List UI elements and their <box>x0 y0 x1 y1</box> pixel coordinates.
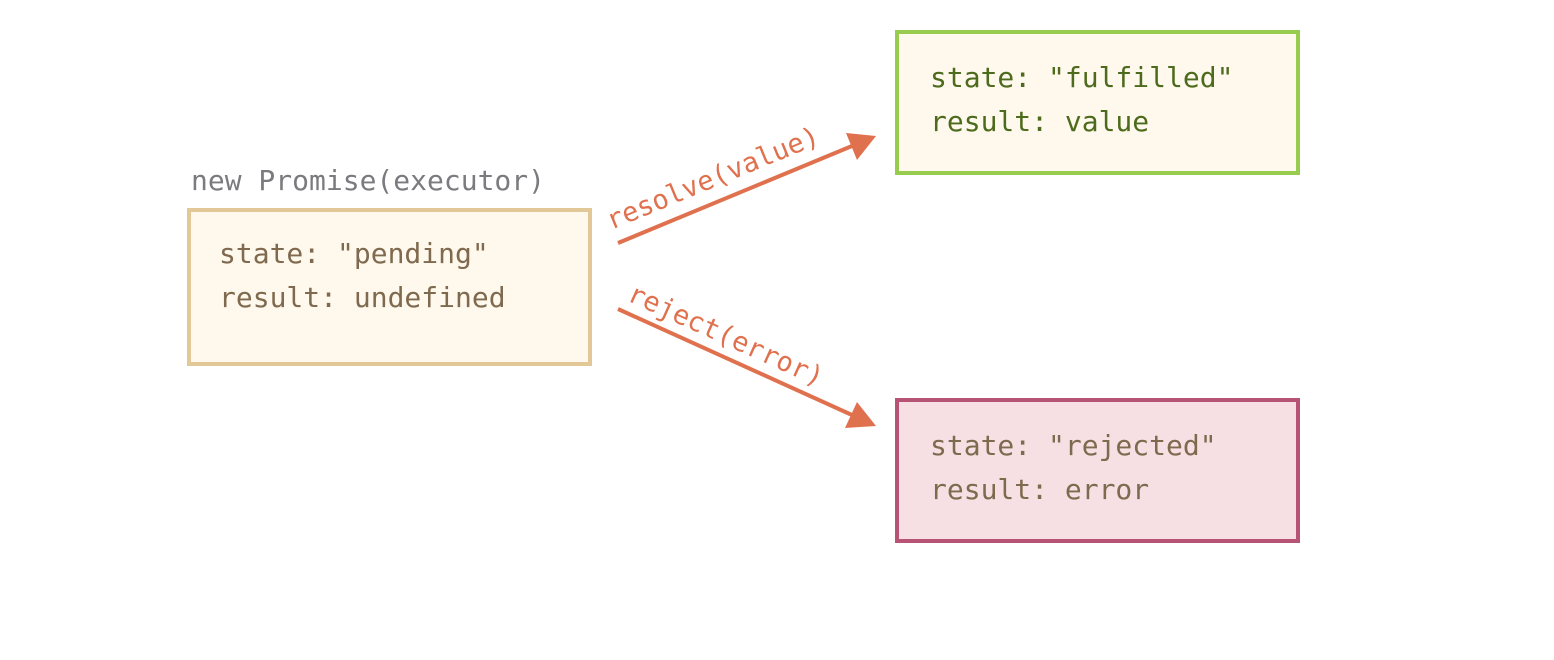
fulfilled-state-box: state: "fulfilled" result: value <box>895 30 1300 175</box>
pending-result-line: result: undefined <box>219 281 506 314</box>
reject-arrow: reject(error) <box>617 278 876 428</box>
reject-arrow-line <box>617 307 853 417</box>
pending-state-box: state: "pending" result: undefined <box>187 208 592 366</box>
reject-label: reject(error) <box>623 278 828 393</box>
reject-arrow-head <box>845 402 876 428</box>
resolve-arrow-line <box>617 144 853 245</box>
rejected-state-box: state: "rejected" result: error <box>895 398 1300 543</box>
pending-state-line: state: "pending" <box>219 237 489 270</box>
fulfilled-result-line: result: value <box>930 105 1150 138</box>
resolve-arrow-head <box>846 133 876 160</box>
resolve-label: resolve(value) <box>602 121 824 237</box>
rejected-state-line: state: "rejected" <box>930 429 1217 462</box>
executor-caption: new Promise(executor) <box>191 164 546 197</box>
fulfilled-state-line: state: "fulfilled" <box>930 61 1234 94</box>
rejected-result-line: result: error <box>930 473 1150 506</box>
resolve-arrow: resolve(value) <box>602 121 876 245</box>
